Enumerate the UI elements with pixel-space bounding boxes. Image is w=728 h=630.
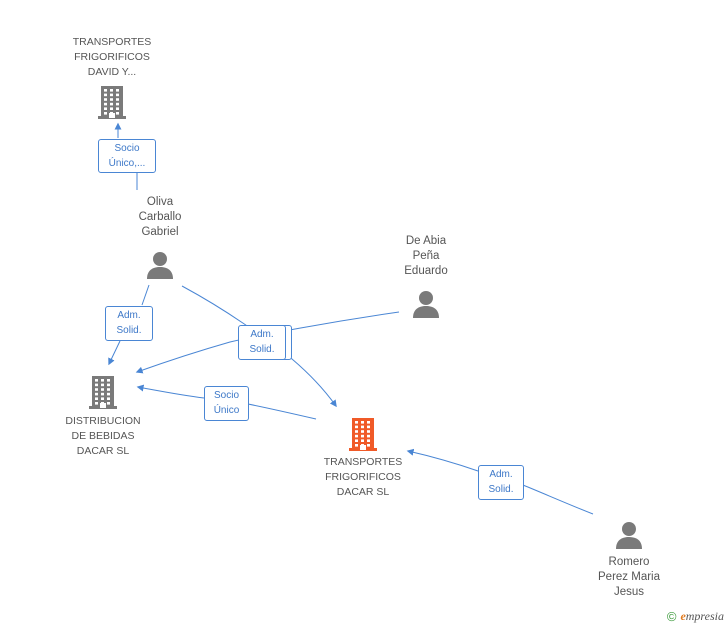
person-label[interactable]: De Abia Peña Eduardo	[404, 235, 448, 277]
relation-label[interactable]: Adm. Solid.	[478, 465, 524, 500]
person-icon[interactable]	[411, 289, 441, 324]
relation-edge	[135, 311, 400, 374]
relation-edge	[138, 387, 317, 420]
building-icon[interactable]	[97, 84, 127, 125]
person-label[interactable]: Oliva Carballo Gabriel	[138, 196, 182, 238]
relation-edge	[408, 451, 594, 515]
person-icon[interactable]	[145, 250, 175, 285]
empresia-logo[interactable]: empresia	[680, 609, 724, 623]
relation-label[interactable]: Adm. Solid.	[238, 325, 286, 360]
building-icon[interactable]	[348, 416, 378, 457]
company-label[interactable]: TRANSPORTES FRIGORIFICOS DAVID Y...	[72, 36, 152, 78]
building-icon[interactable]	[88, 374, 118, 415]
copyright-symbol: ©	[666, 609, 677, 624]
person-icon[interactable]	[614, 520, 644, 555]
company-label[interactable]: DISTRIBUCION DE BEBIDAS DACAR SL	[65, 415, 141, 457]
company-label[interactable]: TRANSPORTES FRIGORIFICOS DACAR SL	[323, 456, 403, 498]
relation-label[interactable]: Adm. Solid.	[105, 306, 153, 341]
relation-label[interactable]: Socio Único,...	[98, 139, 156, 173]
footer-brand: © empresia	[667, 609, 724, 624]
relation-edge	[118, 124, 138, 190]
relation-label[interactable]: Socio Único	[204, 386, 249, 421]
relation-edge	[109, 284, 150, 364]
person-label[interactable]: Romero Perez Maria Jesus	[598, 556, 660, 598]
